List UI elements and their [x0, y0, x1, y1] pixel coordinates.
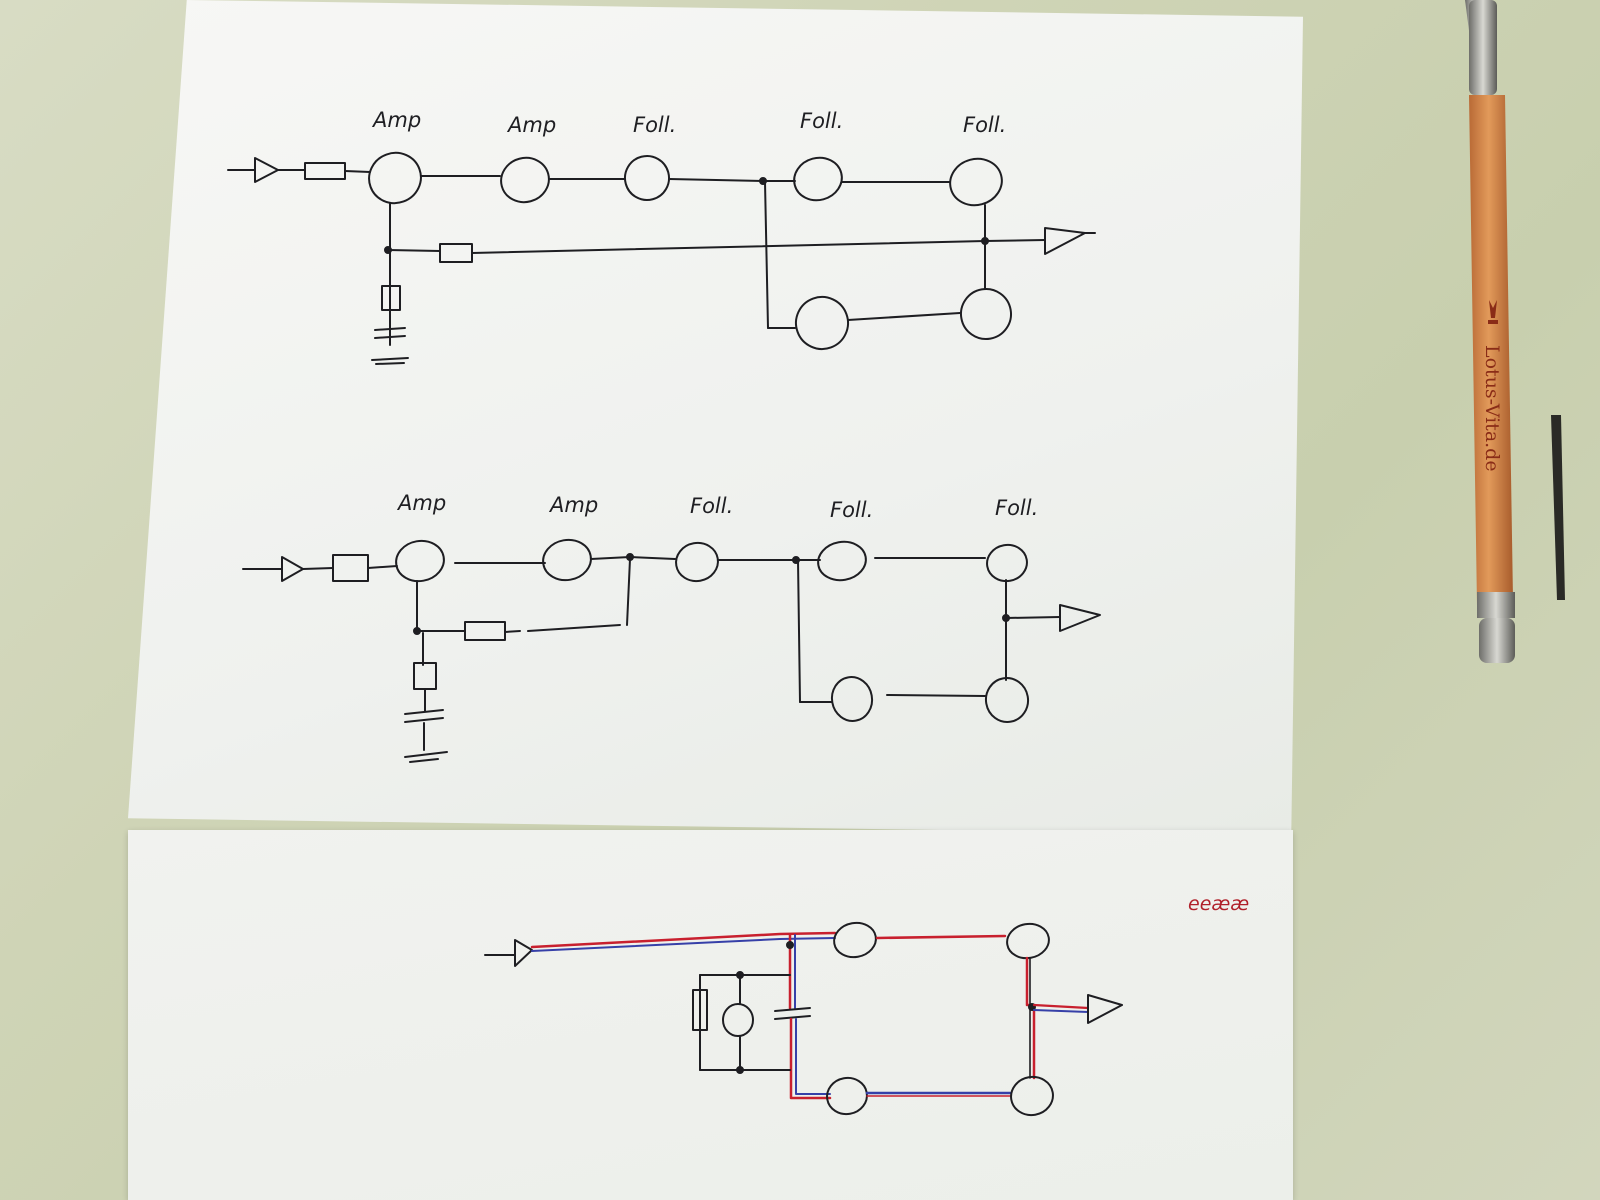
- tube-18: [1010, 1075, 1054, 1117]
- resistor-6: [413, 662, 437, 690]
- schematic-2: [242, 538, 1101, 763]
- pen-clip: [1551, 415, 1565, 600]
- schematic-1-label-5: Foll.: [963, 113, 1006, 137]
- input-buffer-3: [514, 939, 533, 967]
- tube-15: [833, 921, 877, 959]
- output-buffer-2: [1059, 604, 1101, 632]
- schematic-1: [227, 151, 1096, 365]
- schematic-2-label-4: Foll.: [830, 498, 873, 522]
- tube-5: [949, 157, 1003, 207]
- tube-19: [722, 1003, 754, 1037]
- tube-9: [542, 538, 592, 582]
- schematic-2-label-3: Foll.: [690, 494, 733, 518]
- schematic-1-label-3: Foll.: [633, 113, 676, 137]
- resistor-4: [332, 554, 369, 582]
- tube-17: [826, 1076, 868, 1116]
- tube-13: [830, 676, 874, 722]
- pen: Lotus-Vita.de: [1465, 0, 1565, 663]
- schematic-2-label-5: Foll.: [995, 496, 1038, 520]
- pen-body: [1469, 95, 1513, 605]
- pen-logo: [1488, 300, 1498, 324]
- schematic-2-label-1: Amp: [396, 491, 446, 515]
- schematic-3: [484, 921, 1123, 1117]
- input-buffer-2: [281, 556, 304, 582]
- tube-7: [960, 288, 1012, 340]
- paper-sheet-top: [128, 0, 1303, 835]
- tube-3: [624, 155, 670, 201]
- schematic-1-label-2: Amp: [506, 113, 556, 137]
- output-buffer-1: [1044, 227, 1086, 255]
- schematic-3-corner-note: eeææ: [1188, 893, 1249, 915]
- pen-brand-text: Lotus-Vita.de: [1481, 345, 1503, 472]
- tube-16: [1006, 922, 1050, 960]
- paper-sheet-bottom: [128, 830, 1293, 1200]
- tube-8: [395, 539, 445, 583]
- tube-11: [817, 540, 867, 582]
- resistor-2: [439, 243, 473, 263]
- tube-12: [986, 543, 1028, 583]
- tube-2: [500, 156, 550, 204]
- schematic-1-label-1: Amp: [371, 108, 421, 132]
- resistor-1: [304, 162, 346, 180]
- tube-6: [795, 296, 849, 350]
- schematic-1-label-4: Foll.: [800, 109, 843, 133]
- tube-4: [793, 156, 843, 202]
- input-buffer-1: [227, 157, 279, 183]
- resistor-7: [692, 989, 708, 1031]
- resistor-5: [464, 621, 506, 641]
- output-buffer-3: [1087, 994, 1123, 1024]
- tube-10: [675, 541, 719, 583]
- tube-14: [984, 677, 1030, 723]
- schematic-2-label-2: Amp: [548, 493, 598, 517]
- tube-1: [368, 151, 422, 205]
- resistor-3: [381, 285, 401, 311]
